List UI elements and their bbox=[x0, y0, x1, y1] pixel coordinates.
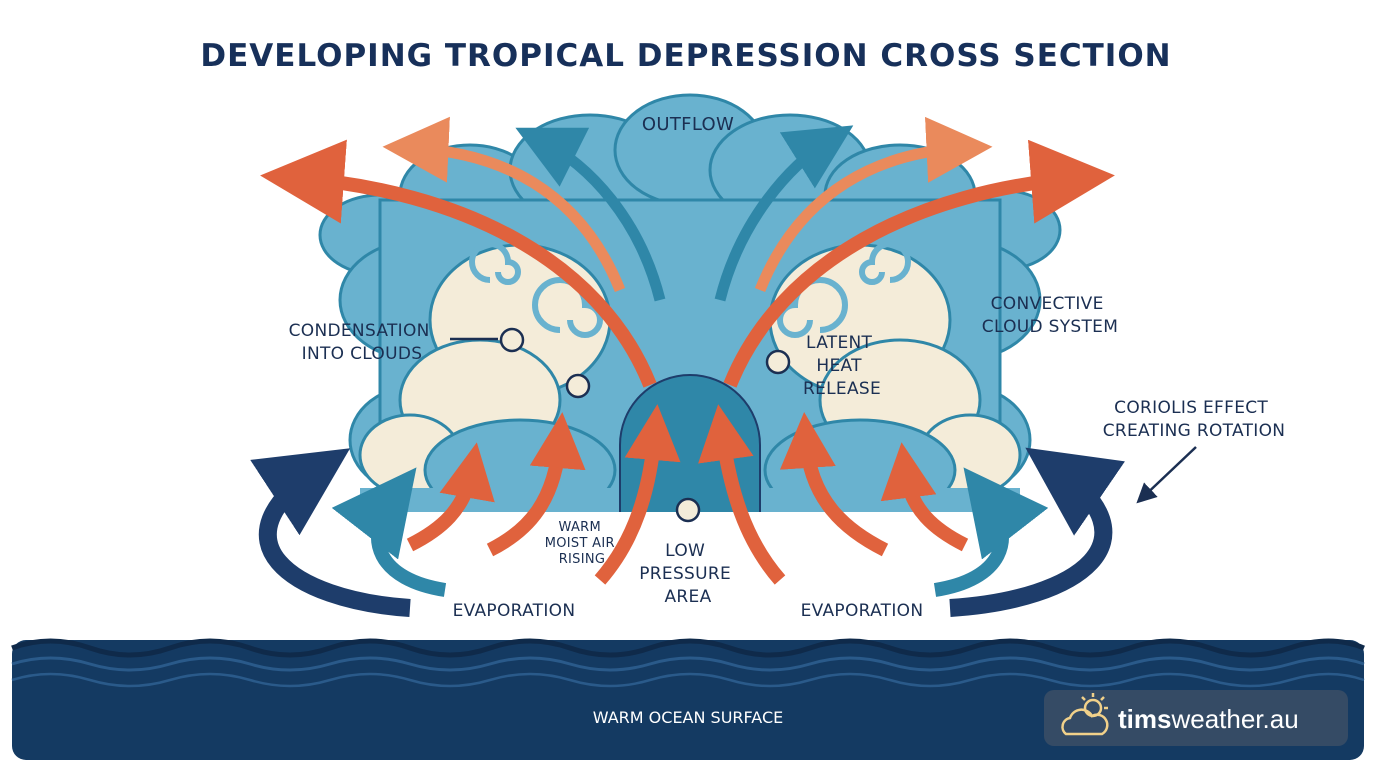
low-pressure-label: LOW PRESSURE AREA bbox=[639, 541, 737, 607]
svg-text:timsweather.au: timsweather.au bbox=[1118, 704, 1299, 734]
coriolis-label: CORIOLIS EFFECT CREATING ROTATION bbox=[1103, 398, 1286, 441]
convective-label: CONVECTIVE CLOUD SYSTEM bbox=[982, 294, 1118, 337]
outflow-label: OUTFLOW bbox=[642, 114, 734, 135]
logo-text-rest: weather.au bbox=[1170, 704, 1298, 734]
latent-heat-marker bbox=[765, 349, 791, 375]
warm-moist-air-label: WARM MOIST AIR RISING bbox=[545, 520, 620, 567]
outflow-arrows bbox=[260, 116, 1115, 388]
ocean bbox=[11, 638, 1365, 760]
condensation-label: CONDENSATION INTO CLOUDS bbox=[289, 321, 436, 364]
logo: timsweather.au bbox=[1044, 690, 1348, 746]
evaporation-left-label: EVAPORATION bbox=[453, 601, 576, 621]
coriolis-arrows bbox=[250, 447, 1125, 617]
cloud-marker bbox=[565, 373, 591, 399]
condensation-marker bbox=[499, 327, 525, 353]
evaporation-right-label: EVAPORATION bbox=[801, 601, 924, 621]
inflow-arrows bbox=[331, 467, 1049, 597]
diagram-title: DEVELOPING TROPICAL DEPRESSION CROSS SEC… bbox=[200, 38, 1171, 74]
latent-heat-label: LATENT HEAT RELEASE bbox=[803, 333, 881, 399]
ocean-label: WARM OCEAN SURFACE bbox=[593, 708, 783, 727]
coriolis-leader bbox=[1136, 446, 1197, 504]
low-pressure-marker bbox=[675, 497, 701, 523]
sun-cloud-icon bbox=[1061, 693, 1109, 736]
rising-air-arrows bbox=[406, 404, 969, 585]
logo-text-bold: tims bbox=[1118, 704, 1171, 734]
clear-air bbox=[0, 512, 1376, 640]
